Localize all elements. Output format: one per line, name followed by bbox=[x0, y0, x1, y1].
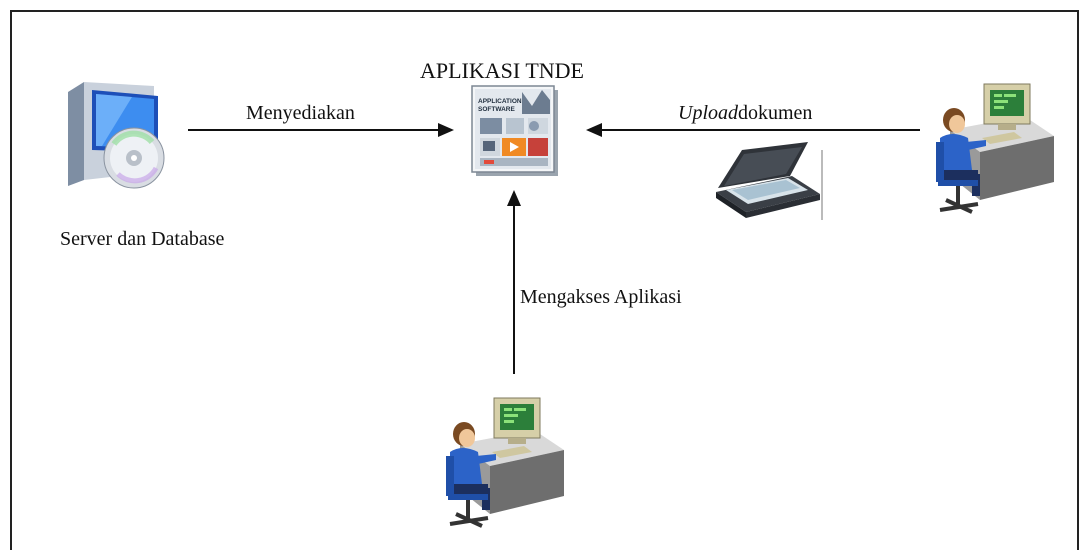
computer-user-icon bbox=[446, 397, 564, 528]
app-box-text-1: APPLICATION bbox=[478, 98, 522, 105]
arrow-provide bbox=[188, 123, 454, 137]
diagram-frame bbox=[10, 10, 1079, 550]
scanner-icon bbox=[716, 142, 823, 220]
app-title: APLIKASI TNDE bbox=[420, 58, 584, 83]
server-database-icon bbox=[68, 82, 165, 189]
provide-label: Menyediakan bbox=[246, 102, 355, 124]
upload-label-rest: dokumen bbox=[738, 102, 813, 124]
access-label: Mengakses Aplikasi bbox=[520, 286, 682, 308]
upload-label-italic: Upload bbox=[678, 102, 738, 124]
application-software-icon: APPLICATION SOFTWARE bbox=[471, 85, 558, 176]
server-database-label: Server dan Database bbox=[60, 228, 225, 250]
computer-user-icon bbox=[936, 83, 1054, 214]
app-box-text-2: SOFTWARE bbox=[478, 106, 515, 113]
upload-label: Uploaddokumen bbox=[678, 102, 812, 125]
arrow-access bbox=[507, 190, 521, 374]
arrow-upload bbox=[586, 123, 920, 137]
